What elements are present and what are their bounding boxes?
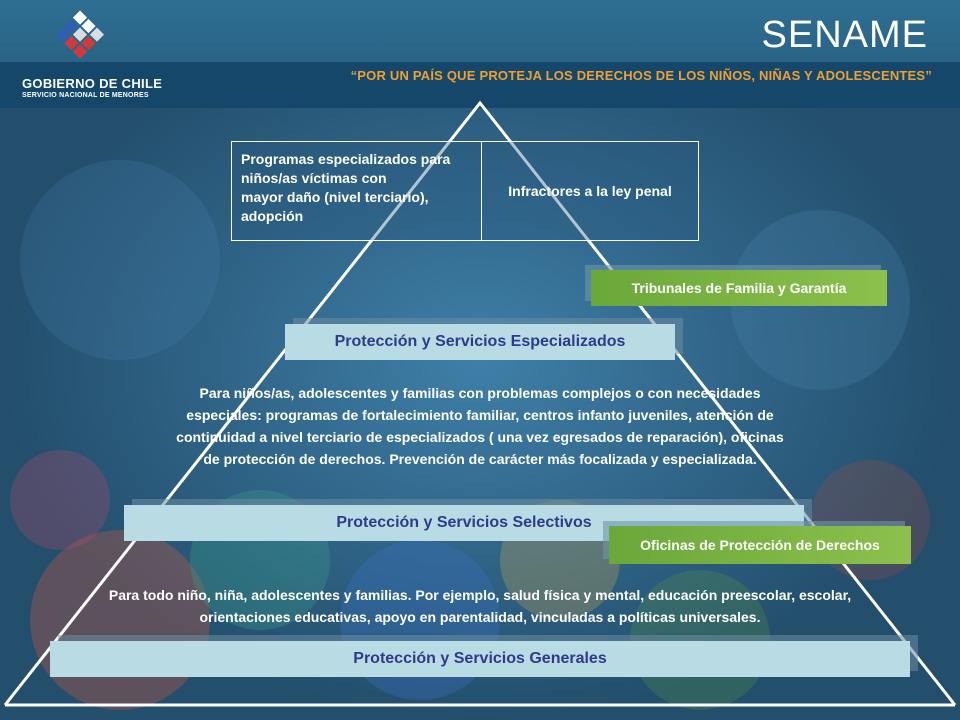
level-selective-description: Para todo niño, niña, adolescentes y fam… (108, 587, 852, 625)
top-tier-box: Programas especializados para niños/as v… (231, 141, 699, 241)
slogan: “POR UN PAÍS QUE PROTEJA LOS DERECHOS DE… (350, 68, 932, 83)
level-specialized-description: Para niños/as, adolescentes y familias c… (176, 385, 784, 467)
level-specialized-label: Protección y Servicios Especializados (285, 324, 675, 360)
header-bar: GOBIERNO DE CHILE SERVICIO NACIONAL DE M… (0, 0, 960, 108)
organization-name: GOBIERNO DE CHILE (22, 76, 163, 91)
specialized-programs-text: Programas especializados para niños/as v… (241, 151, 451, 224)
brand-name: SENAME (761, 14, 928, 56)
level-general-label: Protección y Servicios Generales (50, 641, 910, 677)
tribunales-label: Tribunales de Familia y Garantía (591, 270, 887, 306)
oficinas-label: Oficinas de Protección de Derechos (609, 526, 911, 564)
chile-government-logo-icon (55, 10, 105, 59)
penal-offenders-text: Infractores a la ley penal (508, 183, 672, 199)
service-name: SERVICIO NACIONAL DE MENORES (22, 92, 149, 99)
top-box-divider (481, 142, 482, 240)
header-band (0, 62, 960, 108)
